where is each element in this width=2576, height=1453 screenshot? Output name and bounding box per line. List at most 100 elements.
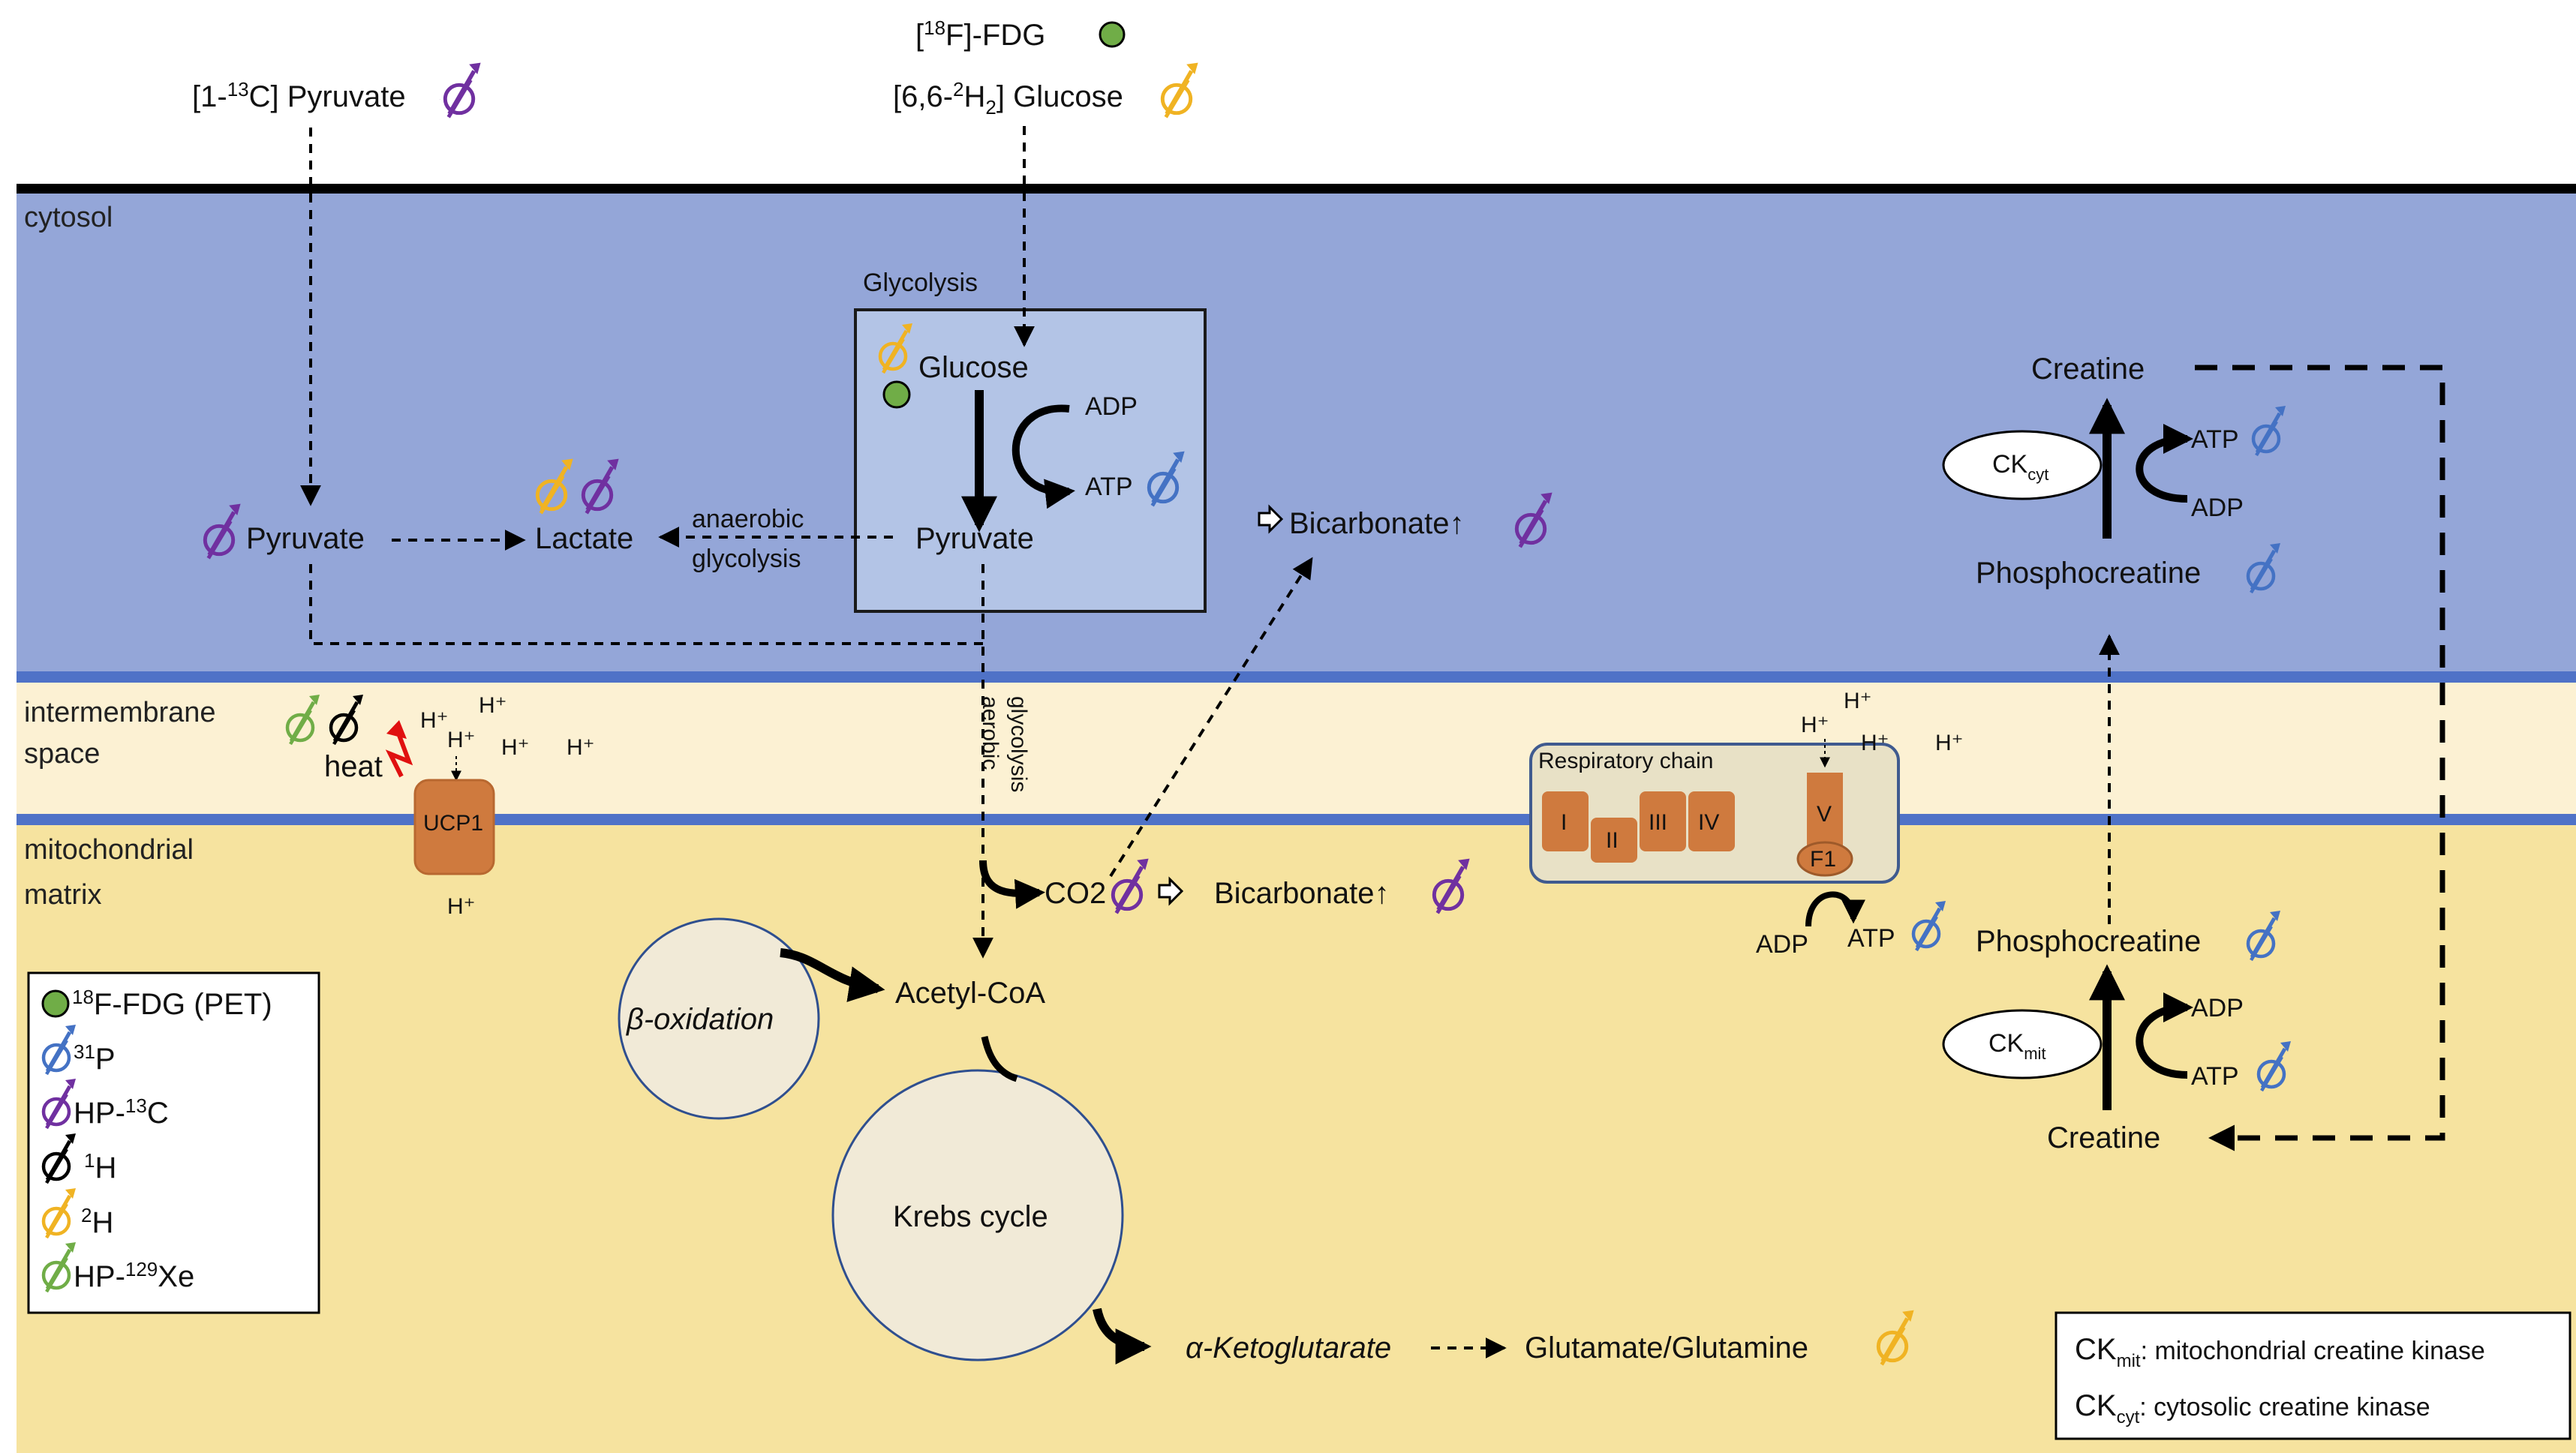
cytosol-bicarbonate: Bicarbonate↑ xyxy=(1289,507,1464,540)
glycolysis-curve-arrow xyxy=(1011,404,1075,509)
anaerobic-label-2: glycolysis xyxy=(692,545,801,573)
beta-oxidation-organelle xyxy=(618,917,820,1120)
heat-arrow-head xyxy=(386,720,407,739)
krebs-cycle-label: Krebs cycle xyxy=(893,1200,1048,1233)
svg-text:aerobic: aerobic xyxy=(978,696,1002,770)
complex-iii xyxy=(1640,791,1686,851)
cyt-atp: ATP xyxy=(2191,425,2239,454)
ck-cyt-enzyme xyxy=(1942,430,2103,500)
glycolysis-atp: ATP xyxy=(1085,473,1133,501)
legend-xe: HP-129Xe xyxy=(74,1258,194,1293)
ck-cyt-label: CKcyt xyxy=(1992,450,2048,484)
co2-curve-arrow xyxy=(979,860,1045,909)
complex-iii-label: III xyxy=(1649,810,1667,835)
legend-c13: HP-13C xyxy=(74,1094,169,1130)
outer-mito-membrane xyxy=(17,671,2576,683)
h-plus-6: H⁺ xyxy=(1801,713,1829,737)
top-membrane xyxy=(17,184,2576,194)
f1-unit xyxy=(1796,841,1853,877)
complex-v-label: V xyxy=(1817,802,1832,827)
co2-to-bicarbonate-arrow xyxy=(1109,557,1313,878)
f1-label: F1 xyxy=(1810,847,1836,872)
abbreviation-box xyxy=(2054,1311,2571,1440)
glutamate-glutamine: Glutamate/Glutamine xyxy=(1525,1331,1808,1364)
fdg-tracer-label: [18F]-FDG xyxy=(915,17,1045,52)
legend-p31: 31P xyxy=(74,1040,116,1076)
complex-ii-label: II xyxy=(1606,828,1619,853)
heat-label: heat xyxy=(324,750,383,783)
matrix-bicarbonate: Bicarbonate↑ xyxy=(1214,877,1389,910)
complex-iv xyxy=(1688,791,1735,851)
legend-fdg: 18F-FDG (PET) xyxy=(72,986,272,1021)
h-plus-1: H⁺ xyxy=(420,708,449,733)
h-plus-5: H⁺ xyxy=(567,735,595,760)
matrix-creatine: Creatine xyxy=(2047,1121,2160,1154)
h-plus-9: H⁺ xyxy=(1935,731,1964,755)
anaerobic-label: anaerobic xyxy=(692,505,804,533)
cytosol-label: cytosol xyxy=(24,202,113,233)
h-plus-matrix: H⁺ xyxy=(447,894,476,919)
h-plus-4: H⁺ xyxy=(501,735,530,760)
h-plus-2: H⁺ xyxy=(479,693,507,718)
beta-ox-arrow xyxy=(780,948,885,1002)
abbrev-ckmit: CKmit: mitochondrial creatine kinase xyxy=(2075,1333,2485,1371)
cyt-ck-curve-arrow xyxy=(2136,424,2193,503)
atp-synthase-arrow xyxy=(1805,891,1865,927)
fdg-dot-icon xyxy=(1099,21,1126,48)
acetyl-to-krebs-arrow xyxy=(981,1036,1018,1082)
open-arrow-icon xyxy=(1158,876,1184,906)
glycolysis-glucose: Glucose xyxy=(918,351,1029,384)
matrix-co2: CO2 xyxy=(1045,877,1106,910)
cytosol-phosphocreatine: Phosphocreatine xyxy=(1976,557,2201,590)
krebs-cycle-organelle xyxy=(831,1069,1124,1361)
intermembrane-label-2: space xyxy=(24,738,100,770)
h-plus-3: H⁺ xyxy=(447,728,476,752)
creatine-shuttle-line xyxy=(2195,365,2445,1151)
glycolysis-pyruvate: Pyruvate xyxy=(915,522,1034,555)
mit-adp: ADP xyxy=(2191,994,2244,1022)
ucp1-channel xyxy=(413,779,495,875)
complex-ii xyxy=(1591,818,1637,863)
glucose-tracer-label: [6,6-2H2] Glucose xyxy=(893,78,1123,119)
heat-zigzag-icon xyxy=(385,730,413,778)
legend-h2: 2H xyxy=(81,1204,113,1239)
legend-box xyxy=(27,971,320,1314)
synthase-adp: ADP xyxy=(1756,930,1808,959)
fdg-dot-icon xyxy=(882,380,911,409)
intermembrane-region xyxy=(17,683,2576,814)
open-arrow-icon xyxy=(1258,504,1284,534)
alpha-ketoglutarate: α-Ketoglutarate xyxy=(1186,1331,1391,1364)
cytosol-lactate: Lactate xyxy=(535,522,633,555)
acetyl-coa: Acetyl-CoA xyxy=(895,977,1045,1010)
abbrev-ckcyt: CKcyt: cytosolic creatine kinase xyxy=(2075,1389,2430,1427)
matrix-label: mitochondrial xyxy=(24,834,194,866)
beta-oxidation-label: β-oxidation xyxy=(626,1003,774,1036)
cyt-adp: ADP xyxy=(2191,494,2244,522)
nuclear-spin-icon xyxy=(1162,63,1198,118)
glycolysis-title: Glycolysis xyxy=(863,269,978,297)
glycolysis-box xyxy=(854,308,1207,613)
legend-h1: 1H xyxy=(84,1149,116,1184)
glycolysis-adp: ADP xyxy=(1085,392,1138,421)
resp-chain-label: Respiratory chain xyxy=(1538,749,1713,773)
complex-i xyxy=(1542,791,1589,851)
mit-atp: ATP xyxy=(2191,1062,2239,1091)
inner-mito-membrane xyxy=(17,814,2576,825)
complex-iv-label: IV xyxy=(1698,810,1719,835)
svg-text:glycolysis: glycolysis xyxy=(1006,696,1031,792)
aerobic-label: aerobic glycolysis xyxy=(978,696,1031,792)
cytosol-region xyxy=(17,191,2576,671)
ck-mit-enzyme xyxy=(1942,1009,2103,1079)
synthase-atp: ATP xyxy=(1847,924,1895,953)
ucp1-label: UCP1 xyxy=(423,811,483,836)
pyruvate-tracer-label: [1-13C] Pyruvate xyxy=(192,78,406,113)
matrix-label-2: matrix xyxy=(24,879,101,911)
cytosol-creatine: Creatine xyxy=(2031,353,2145,386)
cytosol-pyruvate: Pyruvate xyxy=(246,522,365,555)
h-plus-7: H⁺ xyxy=(1844,689,1872,713)
fdg-dot-icon xyxy=(41,989,70,1018)
krebs-to-akg-arrow xyxy=(1093,1307,1152,1364)
mit-ck-curve-arrow xyxy=(2136,992,2193,1079)
nuclear-spin-icon xyxy=(445,63,480,118)
intermembrane-label: intermembrane xyxy=(24,697,216,728)
